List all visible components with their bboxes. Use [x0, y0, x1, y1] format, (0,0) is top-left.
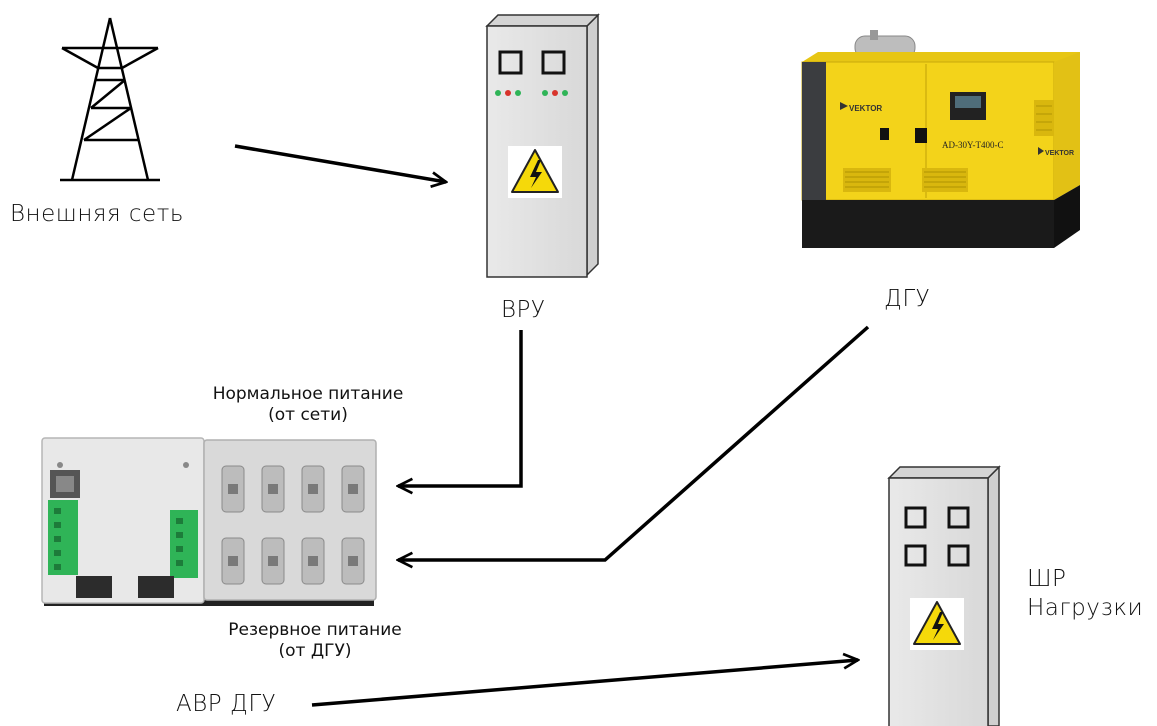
label-avr-dgu: АВР ДГУ — [176, 691, 277, 717]
label-load-panel-line2: Нагрузки — [1027, 594, 1144, 621]
label-reserve-power-line1: Резервное питание — [228, 620, 402, 640]
label-normal-power-line2: (от сети) — [268, 405, 348, 426]
label-load-panel-line1: ШР — [1027, 566, 1067, 592]
label-external-grid: Внешняя сеть — [10, 201, 184, 227]
label-reserve-power: Резервное питание (от ДГУ) — [190, 620, 440, 663]
connector-vru-to-ats — [398, 330, 523, 486]
generator-icon: VEKTOR VEKTOR AD-30Y-T400-C — [801, 30, 1080, 248]
arrow-grid-to-vru — [234, 144, 446, 182]
label-vru: ВРУ — [501, 297, 546, 323]
svg-text:AD-30Y-T400-C: AD-30Y-T400-C — [942, 140, 1004, 150]
label-normal-power: Нормальное питание (от сети) — [183, 384, 433, 427]
connector-dgu-to-ats — [398, 325, 870, 560]
label-load-panel: ШР Нагрузки — [1027, 565, 1143, 623]
svg-text:VEKTOR: VEKTOR — [1045, 150, 1074, 157]
arrow-avr-to-load — [311, 660, 858, 707]
svg-text:VEKTOR: VEKTOR — [849, 104, 882, 113]
label-dgu: ДГУ — [884, 286, 931, 312]
label-normal-power-line1: Нормальное питание — [212, 384, 404, 404]
label-reserve-power-line2: (от ДГУ) — [278, 641, 352, 662]
ats-device-icon — [41, 437, 377, 606]
vru-cabinet-icon — [485, 13, 600, 278]
load-cabinet-icon — [887, 465, 1001, 726]
power-tower-icon — [60, 17, 160, 182]
